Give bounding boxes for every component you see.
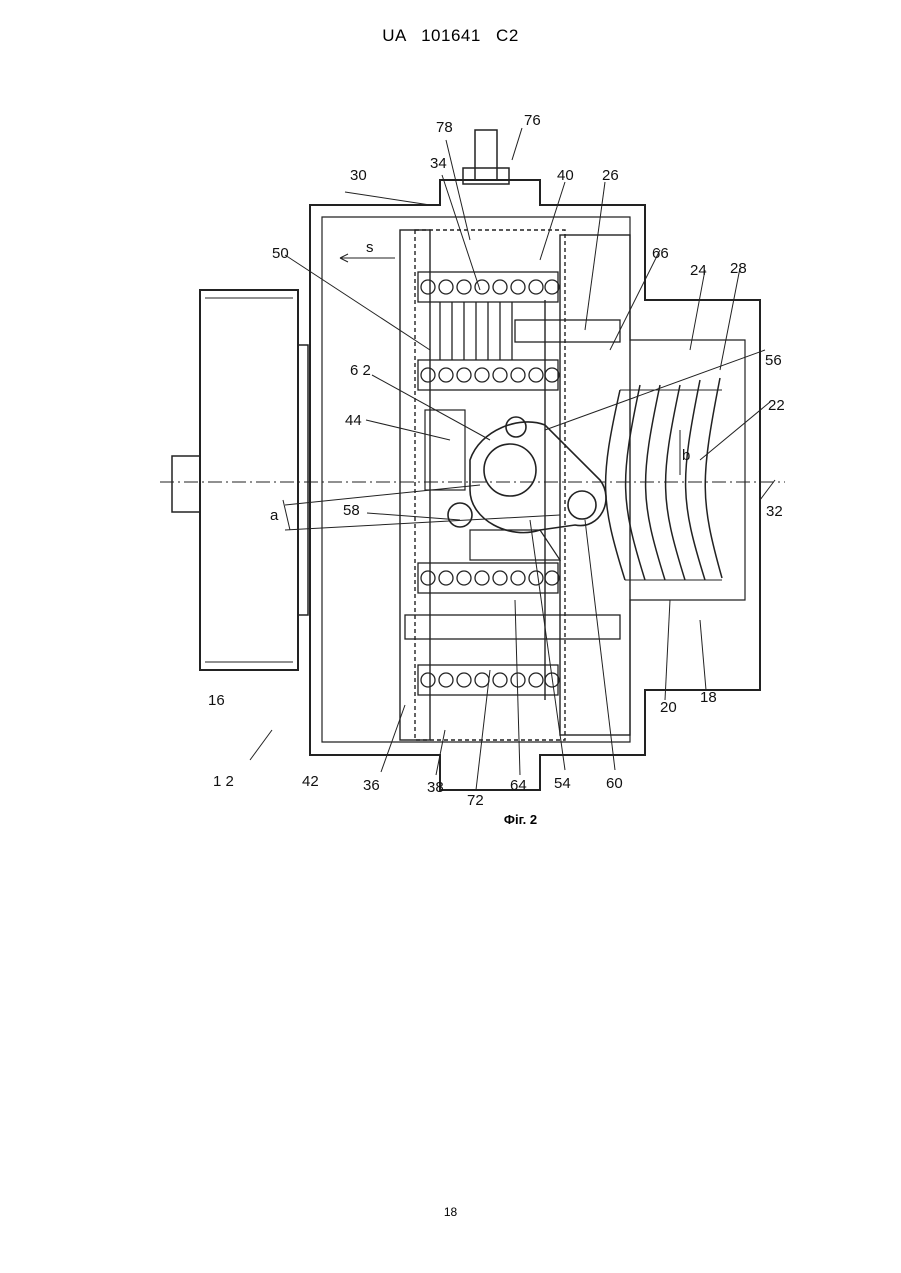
label-38: 38	[427, 779, 444, 796]
label-32: 32	[766, 503, 783, 520]
housing-30	[310, 130, 760, 790]
label-56: 56	[765, 352, 782, 369]
label-b: b	[682, 447, 690, 464]
label-60: 60	[606, 775, 623, 792]
label-40: 40	[557, 167, 574, 184]
label-12: 1 2	[213, 773, 234, 790]
inner-walls	[400, 230, 630, 740]
label-54: 54	[554, 775, 571, 792]
label-58: 58	[343, 502, 360, 519]
label-18: 18	[700, 689, 717, 706]
drum-16	[172, 290, 308, 670]
label-50: 50	[272, 245, 289, 262]
lower-spring-pack	[405, 563, 620, 695]
label-42: 42	[302, 773, 319, 790]
label-24: 24	[690, 262, 707, 279]
label-36: 36	[363, 777, 380, 794]
label-26: 26	[602, 167, 619, 184]
label-44: 44	[345, 412, 362, 429]
label-16: 16	[208, 692, 225, 709]
page-number: 18	[0, 1205, 901, 1219]
label-22: 22	[768, 397, 785, 414]
label-64: 64	[510, 777, 527, 794]
label-78: 78	[436, 119, 453, 136]
label-34: 34	[430, 155, 447, 172]
label-62: 6 2	[350, 362, 371, 379]
label-30: 30	[350, 167, 367, 184]
cam-lever	[425, 410, 606, 560]
figure-caption: Фіг. 2	[0, 812, 901, 827]
label-s: s	[366, 239, 374, 256]
label-28: 28	[730, 260, 747, 277]
coil-spring-22	[606, 378, 722, 580]
upper-spring-pack	[418, 272, 620, 390]
label-76: 76	[524, 112, 541, 129]
label-a: a	[270, 507, 279, 524]
label-72: 72	[467, 792, 484, 809]
label-66: 66	[652, 245, 669, 262]
label-20: 20	[660, 699, 677, 716]
